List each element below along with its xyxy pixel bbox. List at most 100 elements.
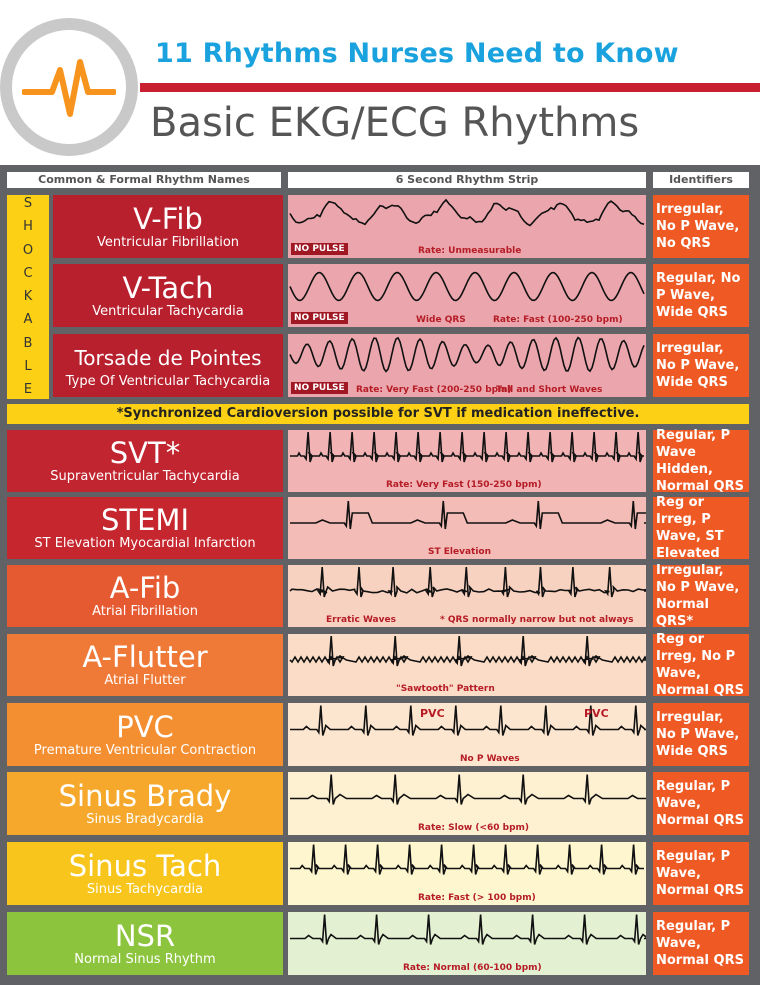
shockable-letter: L	[24, 358, 32, 374]
strip-annotation: Rate: Unmeasurable	[418, 246, 522, 256]
ecg-waveform	[289, 198, 645, 227]
rhythm-identifiers: Regular, No P Wave, Wide QRS	[653, 264, 749, 327]
ecg-waveform	[289, 566, 646, 598]
strip-annotation: ST Elevation	[428, 547, 492, 557]
rhythm-formal-name: Sinus Tachycardia	[86, 881, 204, 897]
column-header-names: Common & Formal Rhythm Names	[7, 172, 281, 188]
rhythm-strip: "Sawtooth" Pattern	[288, 634, 646, 696]
strip-annotation: Rate: Fast (100-250 bpm)	[493, 315, 623, 325]
strip-annotation: No P Waves	[460, 754, 520, 764]
rhythm-formal-name: Atrial Fibrillation	[92, 604, 198, 619]
rhythm-short-name: STEMI	[100, 503, 190, 537]
no-pulse-badge: NO PULSE	[291, 382, 348, 394]
ecg-trace	[289, 336, 645, 373]
rhythm-short-name: Torsade de Pointes	[74, 345, 262, 370]
strip-annotation: Rate: Very Fast (150-250 bpm)	[386, 480, 542, 490]
ecg-waveform	[289, 271, 645, 302]
ecg-waveform	[290, 844, 644, 875]
rhythm-short-name: A-Fib	[109, 571, 181, 605]
rhythm-short-name: PVC	[116, 709, 174, 744]
ecg-trace	[290, 774, 646, 805]
rhythm-identifiers: Regular, P Wave, Normal QRS	[653, 912, 749, 975]
rhythm-strip: NO PULSE Rate: Very Fast (200-250 bpm)Tal…	[288, 334, 646, 397]
rhythm-formal-name: Type Of Ventricular Tachycardia	[65, 373, 271, 389]
ecg-waveform	[290, 774, 646, 805]
ecg-waveform	[290, 500, 646, 530]
ecg-trace	[290, 844, 644, 875]
rhythm-formal-name: Normal Sinus Rhythm	[74, 951, 216, 967]
header: 11 Rhythms Nurses Need to Know Basic EKG…	[0, 0, 760, 165]
strip-annotation: * QRS normally narrow but not always	[440, 615, 634, 625]
divider	[140, 83, 760, 92]
rhythm-strip: ST Elevation	[288, 497, 646, 559]
ecg-waveform	[290, 705, 646, 736]
strip-annotation: Tall and Short Waves	[496, 385, 603, 395]
rhythm-identifiers: Irregular, No P Wave, Normal QRS*	[653, 563, 749, 629]
rhythm-formal-name: Supraventricular Tachycardia	[50, 469, 240, 484]
rhythm-short-name: Sinus Brady	[58, 778, 232, 813]
rhythm-short-name: Sinus Tach	[68, 848, 222, 883]
rhythm-identifiers: Reg or Irreg, P Wave, ST Elevated	[653, 495, 749, 561]
subtitle: 11 Rhythms Nurses Need to Know	[155, 38, 679, 69]
heartbeat-icon	[22, 59, 116, 117]
rhythm-strip: Rate: Fast (> 100 bpm)	[288, 842, 646, 905]
rhythm-strip: Rate: Very Fast (150-250 bpm)	[288, 430, 646, 492]
rhythm-identifiers: Irregular, No P Wave, Wide QRS	[653, 703, 749, 766]
rhythm-short-name: NSR	[114, 918, 176, 953]
rhythm-formal-name: Sinus Bradycardia	[86, 811, 204, 827]
ecg-waveform	[290, 914, 646, 945]
ecg-waveform	[289, 635, 646, 667]
rhythm-strip: Rate: Normal (60-100 bpm)	[288, 912, 646, 975]
shockable-letter: K	[23, 289, 33, 304]
rhythm-identifiers: Reg or Irreg, No P Wave, Normal QRS	[653, 632, 749, 698]
strip-annotation: Rate: Slow (<60 bpm)	[418, 823, 530, 833]
rhythm-identifiers: Irregular, No P Wave, Wide QRS	[653, 334, 749, 397]
ecg-trace	[290, 705, 646, 736]
ecg-trace	[289, 566, 646, 598]
rhythm-formal-name: Atrial Flutter	[104, 673, 186, 688]
shockable-letter: O	[22, 242, 34, 258]
strip-annotation: Wide QRS	[416, 315, 466, 325]
rhythm-identifiers: Regular, P Wave Hidden, Normal QRS	[653, 428, 749, 494]
strip-annotation: "Sawtooth" Pattern	[396, 684, 495, 694]
page-title: Basic EKG/ECG Rhythms	[150, 100, 640, 146]
column-header-identifiers: Identifiers	[653, 172, 749, 188]
rhythm-strip: NO PULSE Rate: Unmeasurable	[288, 195, 646, 258]
strip-annotation: PVC	[584, 707, 609, 720]
logo	[0, 18, 138, 156]
rhythm-name: SVT*Supraventricular Tachycardia	[7, 430, 283, 492]
no-pulse-badge: NO PULSE	[291, 312, 348, 324]
rhythm-strip: NO PULSE Wide QRS Rate: Fast (100-250 bpm)	[288, 264, 646, 327]
ecg-trace	[290, 914, 646, 945]
ecg-trace	[289, 635, 646, 667]
strip-annotation: Rate: Normal (60-100 bpm)	[403, 963, 542, 973]
ecg-trace	[289, 271, 645, 302]
cardioversion-note: *Synchronized Cardioversion possible for…	[7, 404, 749, 424]
strip-annotation: Rate: Very Fast (200-250 bpm)	[356, 385, 512, 395]
strip-annotation: Rate: Fast (> 100 bpm)	[418, 893, 536, 903]
rhythm-short-name: SVT*	[109, 436, 181, 470]
rhythm-identifiers: Regular, P Wave, Normal QRS	[653, 842, 749, 905]
column-header-strip: 6 Second Rhythm Strip	[288, 172, 646, 188]
rhythm-short-name: A-Flutter	[82, 640, 208, 674]
shockable-letter: E	[23, 382, 33, 397]
ecg-trace	[290, 431, 644, 463]
shockable-letter: H	[23, 219, 33, 235]
ecg-waveform	[290, 431, 644, 463]
rhythm-strip: PVC No P Waves PVC	[288, 703, 646, 766]
ecg-waveform	[289, 336, 645, 373]
strip-annotation: PVC	[420, 707, 445, 720]
shockable-letter: C	[23, 265, 33, 281]
no-pulse-badge: NO PULSE	[291, 243, 348, 255]
ecg-trace	[289, 198, 645, 227]
